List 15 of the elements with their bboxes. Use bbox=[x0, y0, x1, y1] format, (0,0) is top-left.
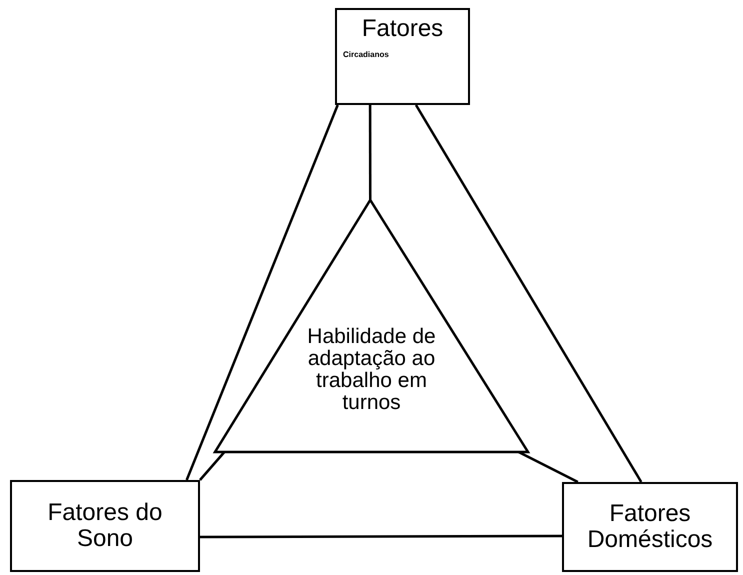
factor-box bbox=[10, 480, 200, 572]
triangle-node bbox=[215, 200, 528, 452]
connector-line bbox=[414, 104, 642, 483]
box-title: Fatores do Sono bbox=[46, 500, 164, 552]
box-title: Fatores Domésticos bbox=[586, 500, 714, 554]
triangle-label: Habilidade de adaptação ao trabalho em turnos bbox=[306, 326, 437, 414]
connector-line bbox=[368, 105, 372, 200]
connector-line bbox=[186, 104, 339, 480]
box-title: Fatores bbox=[362, 16, 444, 42]
connector-line bbox=[199, 451, 226, 481]
factor-box bbox=[562, 482, 738, 572]
connector-line bbox=[200, 534, 562, 538]
factor-box bbox=[335, 8, 470, 105]
box-subtitle: Circadianos bbox=[343, 50, 389, 60]
connector-line bbox=[518, 450, 578, 484]
